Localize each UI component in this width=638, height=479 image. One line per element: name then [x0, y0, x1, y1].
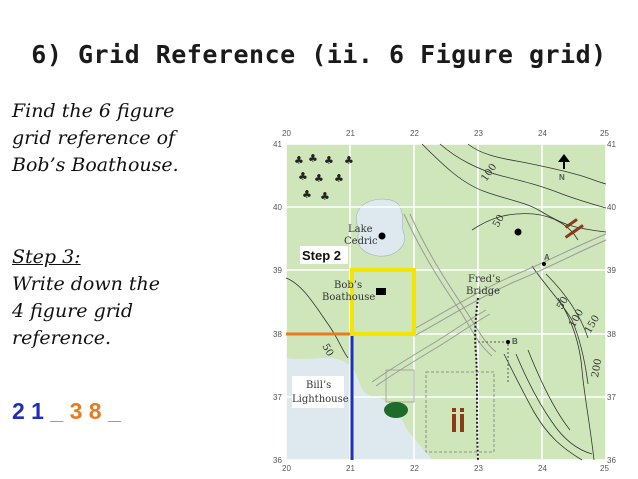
point-b-dot [506, 340, 510, 344]
svg-text:♣: ♣ [334, 172, 344, 185]
contour-label: 200 [590, 358, 604, 379]
answer-northing: 3 8 [69, 398, 102, 424]
northing-label: 38 [607, 330, 616, 339]
bobs-label-1: Bob’s [334, 280, 362, 291]
svg-text:♣: ♣ [294, 154, 304, 167]
slide-title: 6) Grid Reference (ii. 6 Figure grid) [31, 40, 607, 69]
step-line: 4 figure grid [12, 300, 134, 322]
northing-label: 39 [607, 266, 616, 275]
lake-point [378, 232, 386, 240]
answer-blank-easting: _ [50, 398, 64, 424]
svg-text:♣: ♣ [302, 188, 312, 201]
northing-label: 40 [607, 203, 616, 212]
summit-point [514, 228, 522, 236]
easting-label: 22 [410, 129, 419, 138]
answer-blank-northing: _ [107, 398, 121, 424]
point-a-label: A [544, 253, 550, 262]
easting-label: 20 [282, 129, 291, 138]
step-heading: Step 3: [12, 246, 81, 268]
task-line: grid reference of [12, 127, 176, 149]
step-instruction: Step 3: Write down the 4 figure grid ref… [12, 244, 160, 352]
northing-label: 41 [273, 140, 282, 149]
easting-label: 25 [600, 129, 609, 138]
northing-label: 39 [273, 266, 282, 275]
boathouse-symbol [376, 288, 386, 295]
ordnance-map: 100 50 50 100 150 200 50 ♣♣♣ ♣♣♣ ♣♣♣ A B… [272, 124, 616, 474]
northing-labels-right: 41 40 39 38 37 36 [607, 140, 616, 465]
easting-label: 23 [474, 129, 483, 138]
northing-label: 36 [273, 456, 282, 465]
easting-label: 21 [346, 464, 355, 473]
task-line: Bob’s Boathouse. [12, 154, 179, 176]
easting-label: 23 [474, 464, 483, 473]
easting-labels-bottom: 20 21 22 23 24 25 [282, 464, 609, 473]
easting-label: 21 [346, 129, 355, 138]
building-symbols [452, 218, 584, 432]
highlighted-grid-square [350, 268, 416, 336]
bills-label-1: Bill’s [306, 380, 331, 391]
northing-label: 37 [273, 393, 282, 402]
svg-text:♣: ♣ [308, 152, 318, 165]
svg-text:♣: ♣ [298, 170, 308, 183]
freds-label-2: Bridge [466, 286, 500, 297]
svg-text:♣: ♣ [314, 172, 324, 185]
step-2-label: Step 2 [302, 248, 341, 263]
bobs-label-2: Boathouse [322, 292, 375, 303]
northing-label: 36 [607, 456, 616, 465]
bills-label-box [292, 376, 344, 408]
task-instruction: Find the 6 figure grid reference of Bob’… [12, 98, 179, 179]
svg-text:♣: ♣ [320, 190, 330, 203]
north-arrow-stem [563, 161, 565, 169]
field-boundary [425, 371, 495, 453]
task-line: Find the 6 figure [12, 100, 175, 122]
northing-label: 37 [607, 393, 616, 402]
north-arrow-icon [558, 154, 570, 162]
easting-label: 22 [410, 464, 419, 473]
harbour-rectangle [385, 369, 415, 403]
railway-track [474, 297, 479, 461]
easting-label: 24 [538, 129, 547, 138]
northing-labels-left: 41 40 39 38 37 36 [273, 140, 282, 465]
forest-symbols: ♣♣♣ ♣♣♣ ♣♣♣ [294, 152, 354, 203]
lake-label-1: Lake [348, 224, 373, 235]
lake-cedric [356, 198, 405, 257]
northing-label: 41 [607, 140, 616, 149]
bills-label-2: Lighthouse [292, 394, 349, 405]
svg-text:♣: ♣ [324, 154, 334, 167]
answer-easting: 2 1 [12, 398, 44, 424]
svg-text:♣: ♣ [344, 154, 354, 167]
freds-label-1: Fred’s [468, 274, 500, 285]
step-line: reference. [12, 327, 112, 349]
easting-label: 25 [600, 464, 609, 473]
road-lines [371, 213, 607, 387]
woodland-patch [384, 402, 408, 418]
step-2-box [300, 246, 348, 264]
lake-label-2: Cedric [344, 236, 378, 247]
grid-reference-answer: 2 1 _ 3 8 _ [12, 398, 121, 425]
point-a-dot [542, 262, 546, 266]
easting-labels-top: 20 21 22 23 24 25 [282, 129, 609, 138]
step-line: Write down the [12, 273, 161, 295]
north-label: N [559, 173, 565, 182]
northing-label: 38 [273, 330, 282, 339]
point-b-label: B [512, 337, 518, 346]
northing-label: 40 [273, 203, 282, 212]
easting-label: 20 [282, 464, 291, 473]
easting-label: 24 [538, 464, 547, 473]
